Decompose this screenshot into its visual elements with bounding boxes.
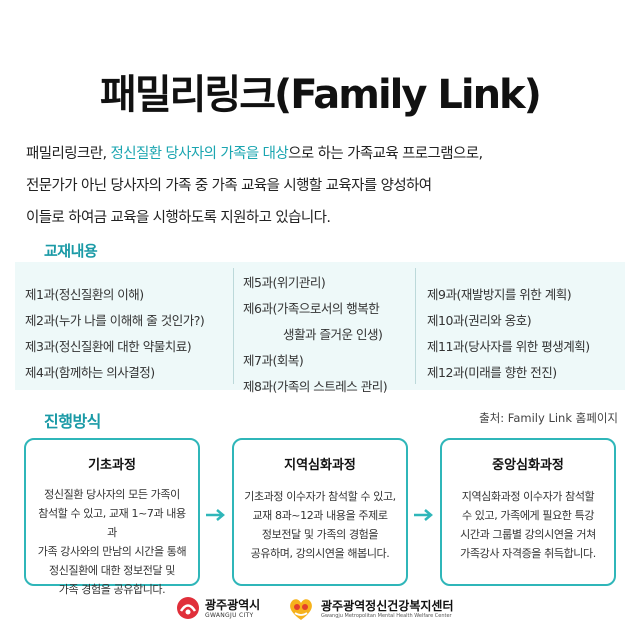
stage-line: 공유하며, 강의시연을 해봅니다. [250,547,390,560]
stage-box-central: 중앙심화과정 지역심화과정 이수자가 참석할 수 있고, 가족에게 필요한 특강… [440,438,616,586]
stage-line: 수 있고, 가족에게 필요한 특강 [461,509,595,522]
stage-line: 시간과 그룹별 강의시연을 거쳐 [460,528,596,541]
footer-logos: 광주광역시 GWANGJU CITY 광주광역정신건강복지센터 Gwangju … [0,596,640,626]
lesson-item: 제12과(미래를 향한 전진) [427,365,557,380]
stage-line: 가족강사 자격증을 취득합니다. [460,547,596,560]
intro-line-1-a: 패밀리링크란, [26,146,111,162]
lesson-item: 제8과(가족의 스트레스 관리) [243,379,388,394]
stage-description: 기초과정 이수자가 참석할 수 있고, 교재 8과~12과 내용을 주제로 정보… [242,487,398,563]
curriculum-column-2: 제5과(위기관리) 제6과(가족으로서의 행복한 생활과 즐거운 인생) 제7과… [243,270,388,400]
lesson-item: 제10과(권리와 옹호) [427,313,532,328]
logo2-sub: Gwangju Metropolitan Mental Health Welfa… [321,613,452,619]
curriculum-panel: 제1과(정신질환의 이해) 제2과(누가 나를 이해해 줄 것인가?) 제3과(… [15,262,625,394]
intro-line-3: 이들로 하여금 교육을 시행하도록 지원하고 있습니다. [26,210,331,226]
stage-box-basic: 기초과정 정신질환 당사자의 모든 가족이 참석할 수 있고, 교재 1~7과 … [24,438,200,596]
gwangju-city-logo: 광주광역시 GWANGJU CITY [176,596,260,620]
stage-description: 지역심화과정 이수자가 참석할 수 있고, 가족에게 필요한 특강 시간과 그룹… [450,487,606,563]
lesson-item: 제3과(정신질환에 대한 약물치료) [25,339,192,354]
stage-title: 지역심화과정 [284,458,356,473]
gwangju-emblem-icon [177,597,199,619]
logo1-name: 광주광역시 [205,597,261,612]
stage-line: 가족 강사와의 만남의 시간을 통해 [37,545,187,558]
column-divider [233,268,234,384]
arrow-right-icon [206,509,225,521]
page-title: 패밀리링크(Family Link) [100,72,542,118]
stage-line: 참석할 수 있고, 교재 1~7과 내용과 [38,507,186,539]
lesson-item: 제5과(위기관리) [243,275,326,290]
lesson-item: 제9과(재발방지를 위한 계획) [427,287,572,302]
lesson-item: 제6과(가족으로서의 행복한 [243,301,380,316]
intro-text: 패밀리링크란, 정신질환 당사자의 가족을 대상으로 하는 가족교육 프로그램으… [26,138,626,234]
lesson-item: 제7과(회복) [243,353,304,368]
logo1-sub: GWANGJU CITY [205,611,254,619]
lesson-item-continued: 생활과 즐거운 인생) [283,327,383,342]
lesson-item: 제1과(정신질환의 이해) [25,287,144,302]
method-tag: 진행방식 [40,408,105,432]
source-note: 출처: Family Link 홈페이지 [479,411,618,425]
intro-highlight: 정신질환 당사자의 가족을 대상 [110,146,289,162]
curriculum-tag: 교재내용 [40,240,102,261]
mental-health-emblem-icon [290,599,312,620]
stage-description: 정신질환 당사자의 모든 가족이 참석할 수 있고, 교재 1~7과 내용과 가… [34,485,190,599]
intro-line-1-c: 으로 하는 가족교육 프로그램으로, [288,146,483,162]
stage-line: 교재 8과~12과 내용을 주제로 [252,509,388,522]
stage-line: 기초과정 이수자가 참석할 수 있고, [244,490,396,503]
lesson-item: 제2과(누가 나를 이해해 줄 것인가?) [25,313,205,328]
stage-line: 가족 경험을 공유합니다. [58,583,166,596]
curriculum-column-1: 제1과(정신질환의 이해) 제2과(누가 나를 이해해 줄 것인가?) 제3과(… [25,282,205,386]
lesson-item: 제4과(함께하는 의사결정) [25,365,155,380]
stage-line: 정신질환에 대한 정보전달 및 [49,564,175,577]
logo2-name: 광주광역정신건강복지센터 [321,599,454,613]
stage-line: 지역심화과정 이수자가 참석할 [461,490,595,503]
arrow-right-icon [414,509,433,521]
intro-line-2: 전문가가 아닌 당사자의 가족 중 가족 교육을 시행할 교육자를 양성하여 [26,178,432,194]
mental-health-center-logo: 광주광역정신건강복지센터 Gwangju Metropolitan Mental… [286,596,453,622]
stage-line: 정보전달 및 가족의 경험을 [261,528,379,541]
stage-line: 정신질환 당사자의 모든 가족이 [44,488,180,501]
intro-line-1: 패밀리링크란, 정신질환 당사자의 가족을 대상으로 하는 가족교육 프로그램으… [26,138,626,170]
lesson-item: 제11과(당사자를 위한 평생계획) [427,339,590,354]
curriculum-column-3: 제9과(재발방지를 위한 계획) 제10과(권리와 옹호) 제11과(당사자를 … [427,282,590,386]
stage-title: 중앙심화과정 [492,458,564,473]
stage-title: 기초과정 [88,458,136,473]
column-divider [415,268,416,384]
stage-box-regional: 지역심화과정 기초과정 이수자가 참석할 수 있고, 교재 8과~12과 내용을… [232,438,408,586]
